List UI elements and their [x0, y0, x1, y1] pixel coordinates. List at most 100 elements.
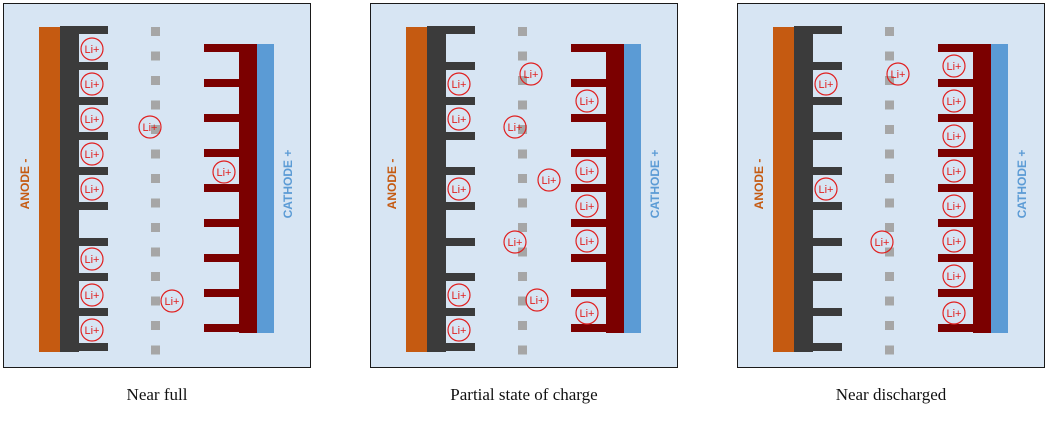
ion-circle — [814, 72, 838, 96]
anode-grid-tooth — [444, 167, 475, 175]
ion-circle — [447, 72, 471, 96]
separator-dot — [518, 27, 527, 36]
anode-grid-tooth — [77, 167, 108, 175]
li-ion-cathode: Li+ — [942, 54, 966, 78]
li-ion-anode: Li+ — [447, 107, 471, 131]
ion-label: Li+ — [85, 79, 100, 91]
separator-dot — [885, 125, 894, 134]
separator-dot — [151, 76, 160, 85]
separator-dot — [885, 51, 894, 61]
ion-label: Li+ — [947, 61, 962, 73]
separator-dot — [885, 247, 894, 257]
ion-label: Li+ — [85, 290, 100, 302]
ion-circle — [212, 160, 236, 184]
li-ion-cathode: Li+ — [575, 159, 599, 183]
li-ion-electrolyte: Li+ — [519, 62, 543, 86]
separator-dot — [518, 345, 527, 355]
li-ion-electrolyte: Li+ — [138, 115, 162, 139]
anode-grid-tooth — [77, 97, 108, 105]
ion-label: Li+ — [947, 236, 962, 248]
anode-grid-tooth — [77, 26, 108, 34]
separator-dot — [885, 223, 894, 232]
anode-grid-tooth — [77, 343, 108, 351]
li-ion-cathode: Li+ — [575, 229, 599, 253]
li-ion-cathode: Li+ — [942, 301, 966, 325]
ion-circle — [447, 177, 471, 201]
li-ion-electrolyte: Li+ — [503, 115, 527, 139]
diagram-panel-partial-charge: ANODE -CATHODE +Li+Li+Li+Li+Li+Li+Li+Li+… — [370, 3, 678, 368]
anode-grid-tooth — [811, 132, 842, 140]
ion-circle — [80, 142, 104, 166]
diagram-panel-near-full: ANODE -CATHODE +Li+Li+Li+Li+Li+Li+Li+Li+… — [3, 3, 311, 368]
ion-label: Li+ — [819, 184, 834, 196]
ion-circle — [503, 115, 527, 139]
cathode-grid-tooth — [571, 149, 608, 157]
anode-grid-tooth — [811, 26, 842, 34]
cathode-label: CATHODE + — [281, 150, 295, 219]
ion-circle — [942, 159, 966, 183]
ion-label: Li+ — [452, 79, 467, 91]
ion-label: Li+ — [85, 114, 100, 126]
anode-grid-tooth — [444, 26, 475, 34]
ion-label: Li+ — [452, 325, 467, 337]
li-ion-electrolyte: Li+ — [537, 168, 561, 192]
anode-grid-tooth — [811, 273, 842, 281]
li-ion-cathode: Li+ — [942, 89, 966, 113]
li-ion-cathode: Li+ — [575, 89, 599, 113]
separator-dot — [885, 100, 894, 110]
li-ion-cathode: Li+ — [942, 194, 966, 218]
ion-circle — [447, 283, 471, 307]
ion-label: Li+ — [947, 201, 962, 213]
li-ion-anode: Li+ — [80, 247, 104, 271]
cathode-grid-tooth — [204, 114, 241, 122]
anode-grid-tooth — [444, 202, 475, 210]
cathode-grid-tooth — [938, 184, 975, 192]
ion-label: Li+ — [508, 237, 523, 249]
separator-dot — [518, 125, 527, 134]
ion-label: Li+ — [542, 175, 557, 187]
ion-circle — [537, 168, 561, 192]
cathode-grid-tooth — [938, 114, 975, 122]
ion-label: Li+ — [947, 271, 962, 283]
cathode-grid-tooth — [571, 44, 608, 52]
ion-label: Li+ — [217, 167, 232, 179]
cathode-grid-tooth — [204, 79, 241, 87]
anode-grid-tooth — [811, 343, 842, 351]
li-ion-cathode: Li+ — [575, 194, 599, 218]
ion-circle — [138, 115, 162, 139]
separator-dot — [518, 321, 527, 330]
li-ion-cathode: Li+ — [942, 159, 966, 183]
separator-dot — [151, 247, 160, 257]
anode-grid-tooth — [811, 238, 842, 246]
ion-circle — [575, 301, 599, 325]
ion-circle — [942, 124, 966, 148]
separator-dot — [885, 198, 894, 208]
ion-label: Li+ — [165, 296, 180, 308]
anode-grid-tooth — [811, 308, 842, 316]
li-ion-anode: Li+ — [447, 177, 471, 201]
anode-plate — [406, 27, 427, 352]
separator-dot — [885, 321, 894, 330]
cathode-grid-tooth — [571, 184, 608, 192]
ion-circle — [942, 89, 966, 113]
cathode-grid-tooth — [938, 44, 975, 52]
ion-label: Li+ — [947, 131, 962, 143]
cathode-grid-tooth — [204, 219, 241, 227]
separator-dot — [151, 296, 160, 306]
cathode-grid-spine — [239, 44, 257, 333]
anode-label: ANODE - — [385, 159, 399, 210]
caption-near-full: Near full — [126, 385, 188, 404]
ion-circle — [814, 177, 838, 201]
separator-dot — [518, 100, 527, 110]
cathode-grid-tooth — [938, 219, 975, 227]
cathode-grid-tooth — [571, 254, 608, 262]
li-ion-anode: Li+ — [447, 283, 471, 307]
ion-circle — [942, 264, 966, 288]
li-ion-electrolyte: Li+ — [525, 288, 549, 312]
anode-plate — [773, 27, 794, 352]
battery-diagram-2: ANODE -CATHODE +Li+Li+Li+Li+Li+Li+Li+Li+… — [385, 26, 662, 355]
li-ion-anode: Li+ — [80, 72, 104, 96]
ion-circle — [870, 230, 894, 254]
separator-dot — [151, 100, 160, 110]
separator-dot — [885, 174, 894, 183]
